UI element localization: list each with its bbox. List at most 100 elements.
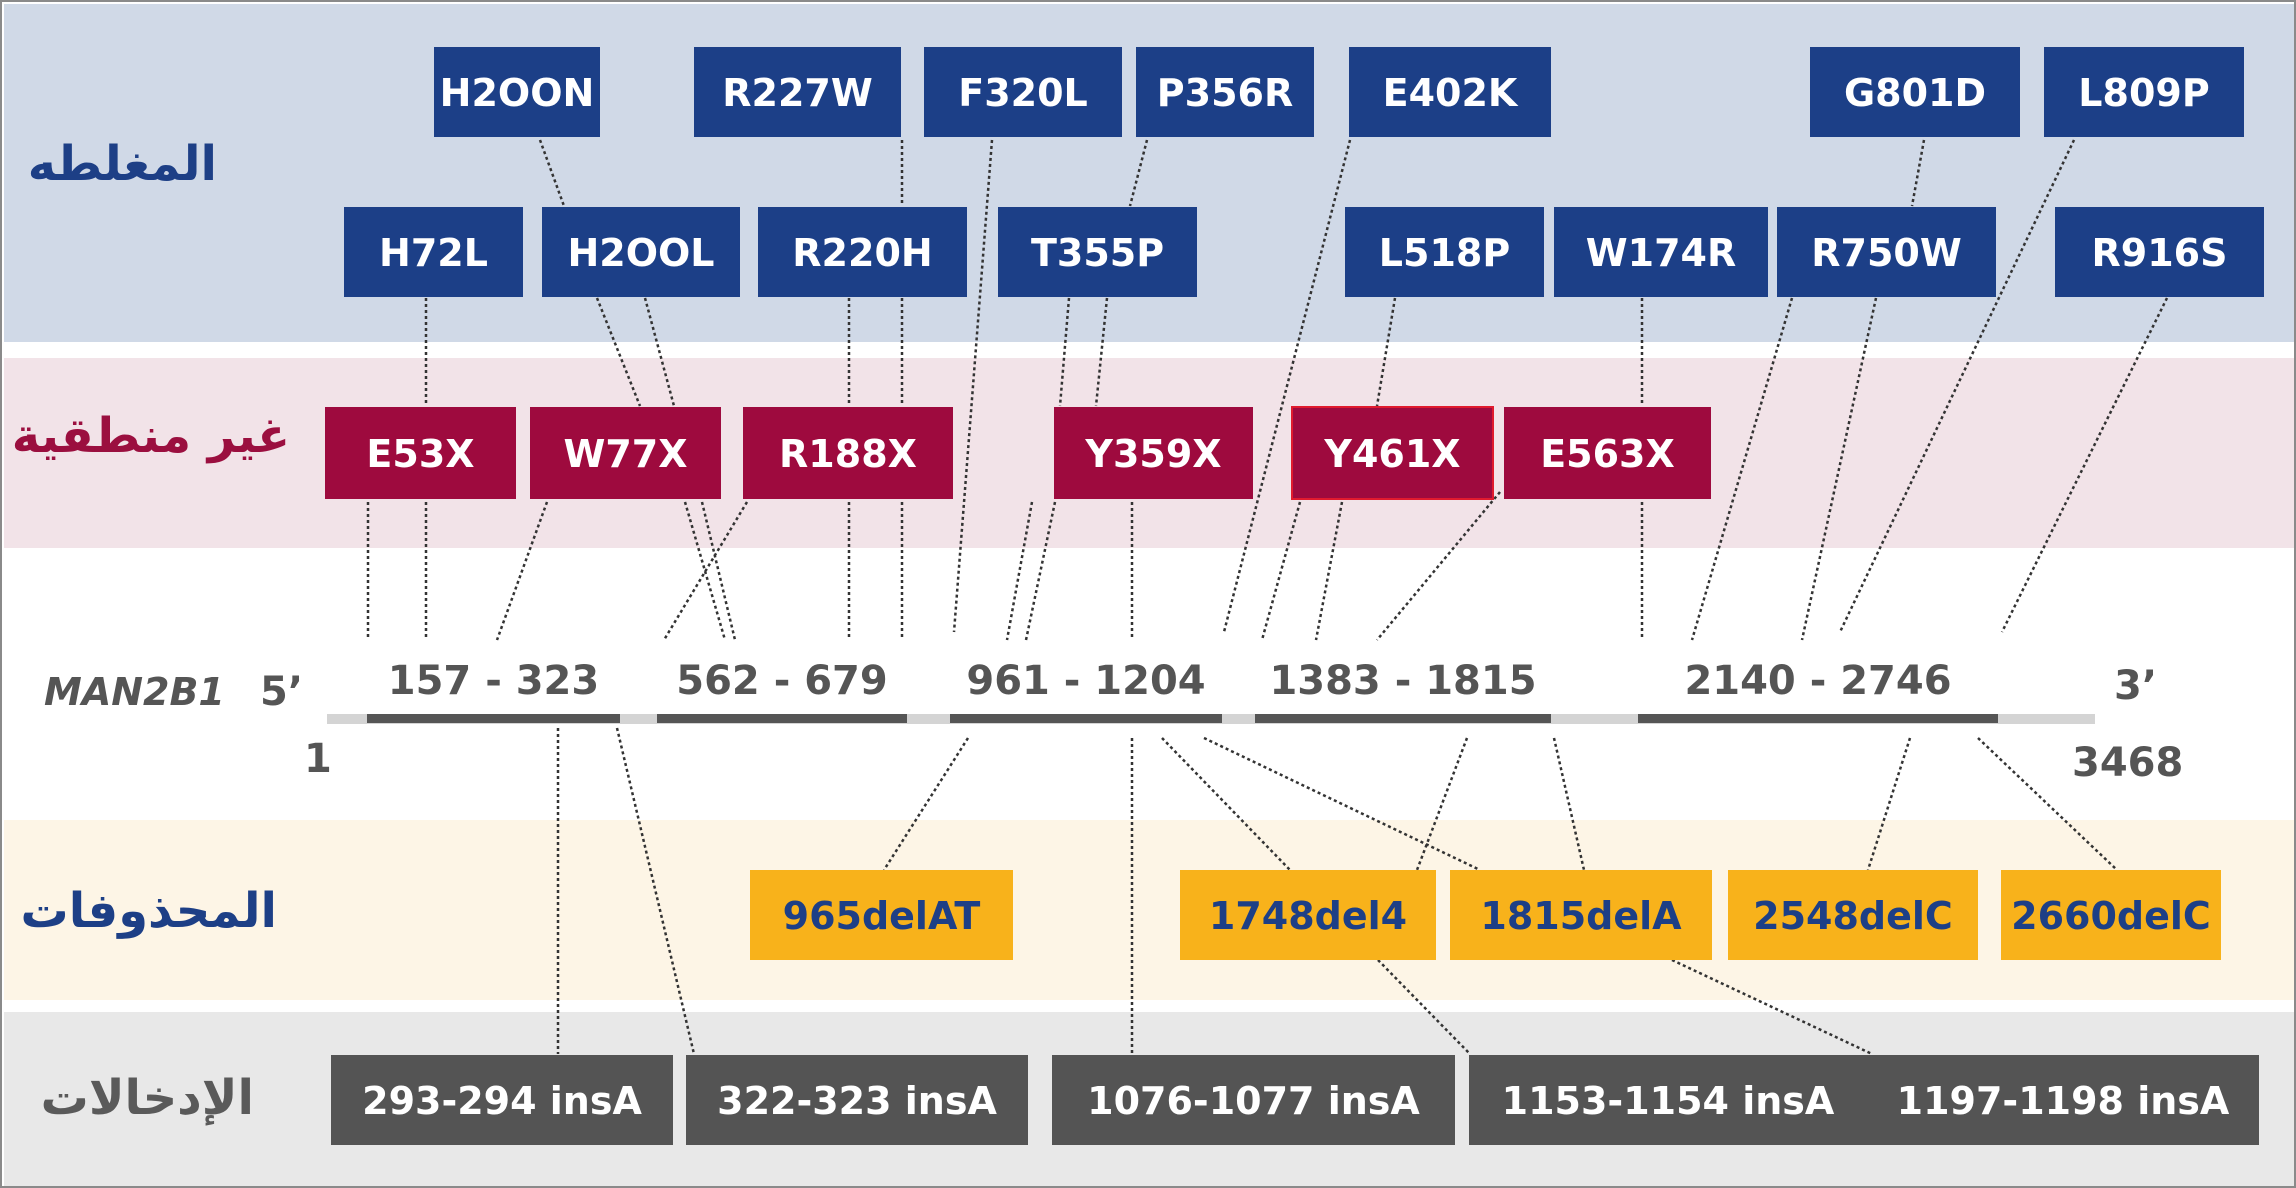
missense-bottom-r220h-label: R220H xyxy=(792,231,932,275)
insertions-293-294-insa-box-bg xyxy=(331,1055,673,1145)
exon-segment-4 xyxy=(1255,714,1551,723)
nonsense-row-label: غير منطقية xyxy=(12,408,290,464)
missense-bottom-h2ool-label: H2OOL xyxy=(567,231,714,275)
missense-top-e402k-box-bg xyxy=(1349,47,1551,137)
connector-line xyxy=(1376,491,1501,641)
missense-top-g801d-box: G801D xyxy=(1810,47,2020,137)
insertions-1197-1198-insa-label: 1197-1198 insA xyxy=(1897,1079,2230,1123)
insertions-1153-1154-insa-box-bg xyxy=(1469,1055,1867,1145)
connector-line xyxy=(1005,501,1034,641)
missense-bottom-t355p-label: T355P xyxy=(1031,231,1164,275)
connector-line xyxy=(1671,958,1873,1056)
gene-end-position: 3468 xyxy=(2072,740,2183,786)
deletions-row-label: المحذوفات xyxy=(21,883,278,939)
missense-top-g801d-label: G801D xyxy=(1844,71,1986,115)
connector-line xyxy=(662,501,749,641)
missense-bottom-l518p-box: L518P xyxy=(1345,207,1544,297)
connector-line xyxy=(1866,737,1912,871)
connector-line xyxy=(1058,297,1071,407)
nonsense-r188x-box: R188X xyxy=(743,407,953,499)
connector-line xyxy=(1838,139,2076,633)
missense-top-l809p-box: L809P xyxy=(2044,47,2244,137)
missense-bottom-r750w-label: R750W xyxy=(1811,231,1962,275)
missense-bottom-t355p-box: T355P xyxy=(998,207,1197,297)
missense-top-p356r-box: P356R xyxy=(1136,47,1314,137)
missense-bottom-h2ool-box: H2OOL xyxy=(542,207,740,297)
insertions-1076-1077-insa-label: 1076-1077 insA xyxy=(1087,1079,1420,1123)
exon-label-4: 1383 - 1815 xyxy=(1269,658,1536,704)
nonsense-e563x-box-bg xyxy=(1504,407,1711,499)
connector-line xyxy=(1377,959,1471,1055)
missense-top-e402k-box: E402K xyxy=(1349,47,1551,137)
exon-label-1: 157 - 323 xyxy=(388,658,599,704)
missense-row-label: المغلطه xyxy=(28,136,217,192)
missense-bottom-w174r-box-bg xyxy=(1554,207,1768,297)
exon-segment-5 xyxy=(1638,714,1998,723)
connector-lines xyxy=(366,139,2169,1056)
deletions-2660delc-box-bg xyxy=(2001,870,2221,960)
insertions-1076-1077-insa-box-bg xyxy=(1052,1055,1455,1145)
missense-top-f320l-box-bg xyxy=(924,47,1122,137)
insertions-293-294-insa-label: 293-294 insA xyxy=(362,1079,642,1123)
insertions-1197-1198-insa-box-bg xyxy=(1867,1055,2259,1145)
missense-bottom-l518p-label: L518P xyxy=(1379,231,1510,275)
nonsense-w77x-box: W77X xyxy=(530,407,721,499)
connector-line xyxy=(615,727,696,1055)
nonsense-e563x-box: E563X xyxy=(1504,407,1711,499)
connector-line xyxy=(1094,297,1109,407)
nonsense-y359x-box-bg xyxy=(1054,407,1253,499)
deletions-2660delc-label: 2660delC xyxy=(2011,894,2211,938)
missense-bottom-l518p-box-bg xyxy=(1345,207,1544,297)
connector-line xyxy=(1910,139,1926,207)
deletions-1815dela-box: 1815delA xyxy=(1450,870,1712,960)
connector-line xyxy=(1128,139,1149,207)
connector-line xyxy=(495,501,549,641)
missense-top-r227w-label: R227W xyxy=(722,71,873,115)
connector-line xyxy=(1800,297,1878,641)
insertions-1076-1077-insa-box: 1076-1077 insA xyxy=(1052,1055,1455,1145)
missense-top-h2oon-label: H2OON xyxy=(440,71,595,115)
deletions-2548delc-box-bg xyxy=(1728,870,1978,960)
insertions-322-323-insa-box-bg xyxy=(686,1055,1028,1145)
insertions-1197-1198-insa-box: 1197-1198 insA xyxy=(1867,1055,2259,1145)
missense-bottom-r750w-box: R750W xyxy=(1777,207,1996,297)
connector-line xyxy=(1977,737,2118,871)
connector-line xyxy=(1161,737,1291,871)
missense-bottom-r916s-box: R916S xyxy=(2055,207,2264,297)
connector-line xyxy=(952,139,994,633)
connector-line xyxy=(2000,297,2169,633)
deletions-2548delc-box: 2548delC xyxy=(1728,870,1978,960)
connector-line xyxy=(1690,297,1794,641)
missense-bottom-r220h-box-bg xyxy=(758,207,967,297)
exon-label-3: 961 - 1204 xyxy=(966,658,1205,704)
deletions-1748del4-box: 1748del4 xyxy=(1180,870,1436,960)
missense-bottom-r916s-box-bg xyxy=(2055,207,2264,297)
connector-line xyxy=(1203,736,1481,872)
five-prime-label: 5’ xyxy=(260,669,303,715)
nonsense-y359x-box: Y359X xyxy=(1054,407,1253,499)
three-prime-label: 3’ xyxy=(2114,663,2157,709)
connector-line xyxy=(1375,297,1397,407)
missense-top-r227w-box-bg xyxy=(694,47,901,137)
insertions-293-294-insa-box: 293-294 insA xyxy=(331,1055,673,1145)
missense-bottom-r750w-box-bg xyxy=(1777,207,1996,297)
missense-top-l809p-box-bg xyxy=(2044,47,2244,137)
nonsense-w77x-label: W77X xyxy=(563,432,687,476)
missense-bottom-w174r-label: W174R xyxy=(1586,231,1737,275)
missense-bottom-r220h-box: R220H xyxy=(758,207,967,297)
gene-start-position: 1 xyxy=(304,736,332,782)
missense-bottom-t355p-box-bg xyxy=(998,207,1197,297)
missense-bottom-h2ool-box-bg xyxy=(542,207,740,297)
nonsense-y461x-box-bg xyxy=(1291,406,1494,500)
missense-top-h2oon-box-bg xyxy=(434,47,600,137)
insertions-322-323-insa-box: 322-323 insA xyxy=(686,1055,1028,1145)
connector-line xyxy=(595,297,642,407)
missense-bottom-h72l-label: H72L xyxy=(379,231,488,275)
deletions-965delat-label: 965delAT xyxy=(783,894,981,938)
nonsense-e53x-box-bg xyxy=(325,407,516,499)
nonsense-y461x-box: Y461X xyxy=(1291,406,1494,500)
